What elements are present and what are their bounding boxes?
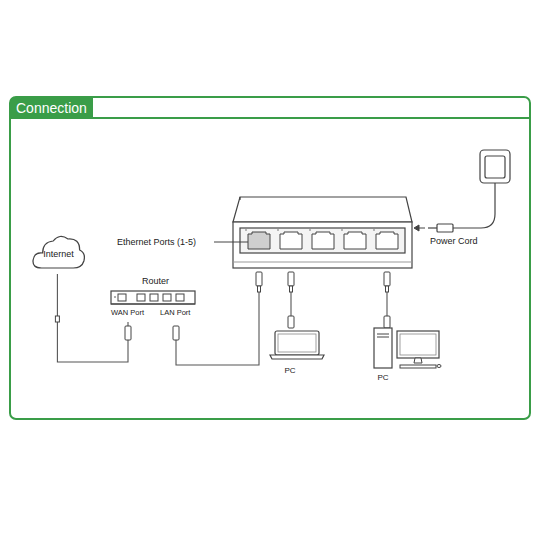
cloud-node: Internet [31, 232, 86, 274]
power-arrow [414, 225, 425, 231]
laptop-node: PC [268, 328, 326, 380]
header-title: Connection [16, 100, 87, 116]
ethernet-cables [176, 292, 387, 365]
header-rule [10, 117, 530, 119]
laptop-icon [268, 328, 326, 362]
device-name: Router [108, 276, 203, 287]
router-body [110, 290, 196, 306]
power-callout: Power Cord [430, 236, 478, 247]
router-node: RouterWAN Port LAN Port [108, 276, 203, 322]
port-name: WAN Port [111, 308, 144, 318]
device-name: PC [364, 373, 402, 383]
switch [233, 197, 412, 268]
power-adapter [428, 150, 510, 232]
desktop-node: PC [360, 326, 442, 386]
frame [10, 97, 530, 419]
device-name: PC [268, 366, 312, 376]
ethernet-cable [55, 274, 131, 362]
ethernet-ports [248, 232, 398, 249]
header-tab [10, 97, 93, 118]
node-label: Internet [31, 249, 86, 260]
desktop-icon [360, 326, 442, 372]
leader-line [214, 242, 248, 243]
port-callout: Ethernet Ports (1-5) [117, 237, 196, 248]
port-leds [245, 229, 375, 231]
rj45-plugs [173, 272, 390, 340]
port-name: LAN Port [160, 308, 190, 318]
